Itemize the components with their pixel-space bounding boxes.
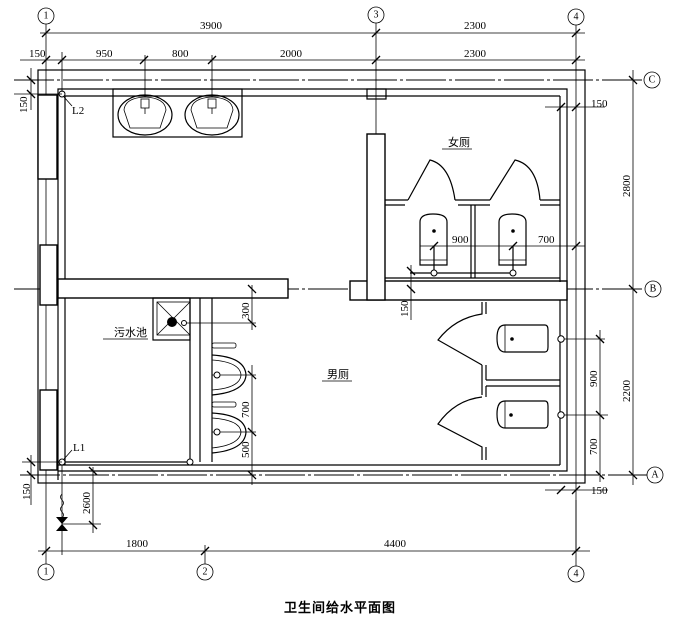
- dim-urinal-700: 700: [240, 401, 252, 418]
- dim-right-2800: 2800: [621, 175, 633, 198]
- axis-bubble-1-top: 1: [37, 7, 55, 25]
- dim-male-900: 900: [588, 370, 600, 387]
- axis-label-2-bottom: 2: [203, 567, 208, 578]
- axis-bubble-4-top: 4: [567, 8, 585, 26]
- gate-valve-icon: [56, 517, 68, 531]
- dim-urinal-500: 500: [240, 441, 252, 458]
- dim-top-2300-inner: 2300: [464, 48, 487, 60]
- dim-male-700: 700: [588, 438, 600, 455]
- dim-bottom-1800: 1800: [126, 538, 149, 550]
- axis-label-3-top: 3: [374, 10, 379, 21]
- dim-female-700: 700: [538, 234, 555, 246]
- axis-bubble-2-bottom: 2: [196, 563, 214, 581]
- dim-top-3900: 3900: [200, 20, 223, 32]
- axis-label-c: C: [649, 75, 656, 86]
- axis-bubble-c: C: [643, 71, 661, 89]
- axis-bubble-3-top: 3: [367, 6, 385, 24]
- dim-left-bottom-150: 150: [21, 483, 33, 500]
- axis-label-a: A: [651, 470, 659, 481]
- axis-bubble-a: A: [646, 466, 664, 484]
- female-supply-pipe: [410, 246, 517, 277]
- building-walls: [37, 69, 586, 484]
- dim-female-900: 900: [452, 234, 469, 246]
- axis-label-b: B: [650, 284, 657, 295]
- wash-basin-1: [117, 94, 173, 136]
- dim-top-2300: 2300: [464, 20, 487, 32]
- male-toilet-partitions: [437, 302, 560, 460]
- wash-basin-2: [184, 94, 240, 136]
- dim-mid-150: 150: [399, 300, 411, 317]
- dim-top-800: 800: [172, 48, 189, 60]
- room-label-male: 男厕: [327, 368, 349, 381]
- female-toilet-partitions: [385, 159, 560, 279]
- room-label-mop-sink: 污水池: [114, 326, 147, 339]
- dim-top-150: 150: [29, 48, 46, 60]
- dim-left-150: 150: [18, 96, 30, 113]
- axis-bubble-b: B: [644, 280, 662, 298]
- axis-bubble-4-bottom: 4: [567, 565, 585, 583]
- male-toilet-2: [496, 400, 549, 429]
- male-supply-valves: [557, 335, 608, 419]
- urinal-divider-wall: [189, 298, 213, 462]
- riser-label-l1: L1: [73, 442, 85, 454]
- wash-basin-counter: [112, 88, 243, 138]
- riser-label-l2: L2: [72, 105, 84, 117]
- dim-right-2200: 2200: [621, 380, 633, 403]
- dim-top-2000: 2000: [280, 48, 303, 60]
- dim-right-150-bottom: 150: [591, 485, 608, 497]
- axis-label-4-top: 4: [574, 12, 579, 23]
- axis-label-4-bottom: 4: [574, 569, 579, 580]
- urinal-1: [211, 342, 256, 396]
- main-inlet-pipe: [60, 465, 64, 555]
- urinal-2: [211, 401, 256, 454]
- dim-right-150-top: 150: [591, 98, 608, 110]
- dim-inlet-2600: 2600: [81, 492, 93, 515]
- axis-label-1-bottom: 1: [44, 567, 49, 578]
- axis-bubble-1-bottom: 1: [37, 563, 55, 581]
- axis-label-1-top: 1: [44, 11, 49, 22]
- room-label-female: 女厕: [448, 135, 470, 149]
- drawing-title: 卫生间给水平面图: [284, 600, 396, 616]
- male-toilet-1: [496, 324, 549, 353]
- dim-bottom-4400: 4400: [384, 538, 407, 550]
- dim-top-950: 950: [96, 48, 113, 60]
- dimension-lines: [14, 28, 638, 556]
- dim-mop-300: 300: [240, 302, 252, 319]
